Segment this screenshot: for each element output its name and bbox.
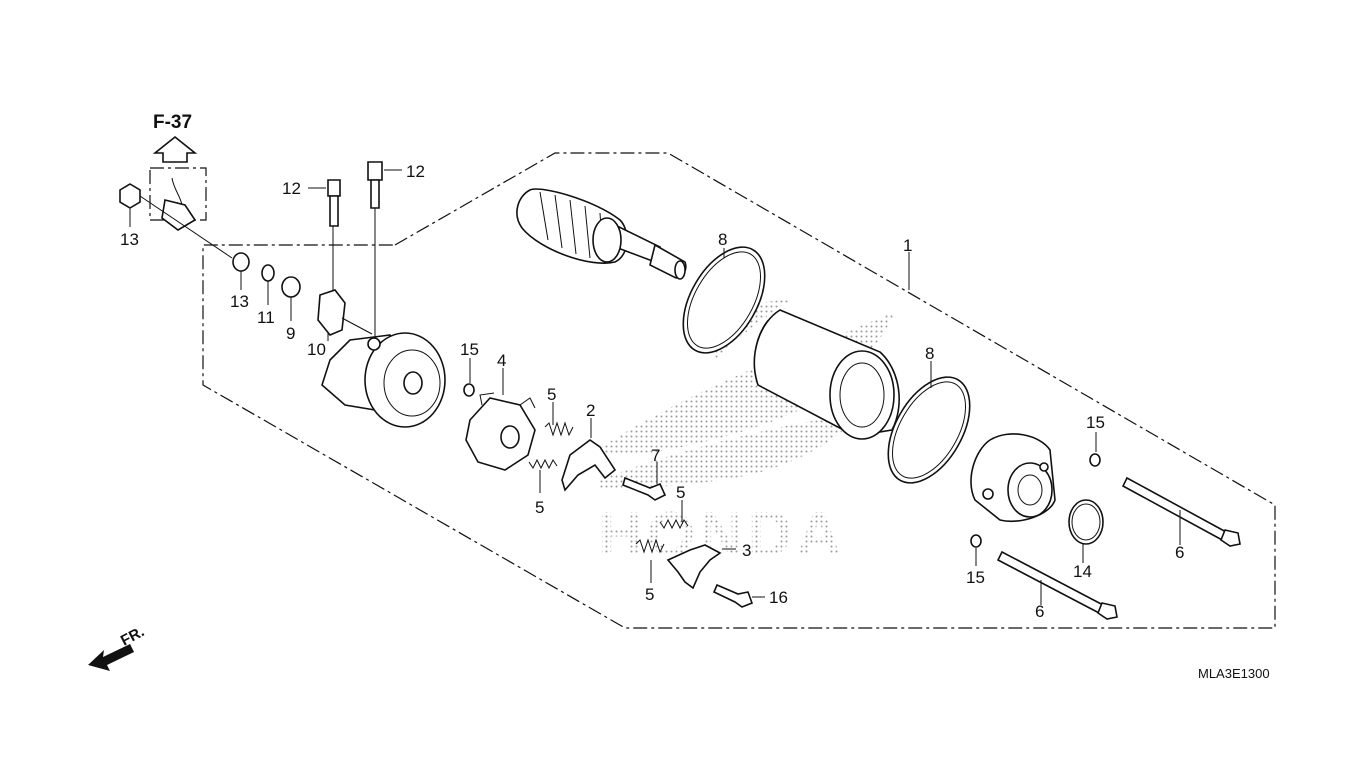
callout-3: 3 [742, 541, 751, 560]
callout-12-right: 12 [406, 162, 425, 181]
terminal-bolt-7 [622, 476, 667, 501]
leader-lines [129, 169, 1181, 605]
front-arrow-icon [88, 644, 134, 671]
callout-7: 7 [651, 446, 660, 465]
callout-15-left: 15 [460, 340, 479, 359]
callout-12-left: 12 [282, 179, 301, 198]
callout-5-a: 5 [547, 385, 556, 404]
callout-13-upper: 13 [120, 230, 139, 249]
washer-15-left [463, 383, 475, 397]
reference-label: F-37 [153, 112, 192, 133]
callout-6-upper: 6 [1175, 543, 1184, 562]
callout-15-right: 15 [1086, 413, 1105, 432]
o-ring-8-lower [887, 376, 971, 484]
washer-15-right [1089, 453, 1101, 467]
front-cover [321, 332, 446, 428]
callout-5-d: 5 [645, 585, 654, 604]
yoke-housing [753, 309, 900, 440]
washer-11 [261, 264, 275, 282]
callout-8-upper: 8 [718, 230, 727, 249]
catalog-code: MLA3E1300 [1198, 666, 1270, 681]
callout-8-lower: 8 [925, 344, 934, 363]
callout-9: 9 [286, 324, 295, 343]
brush-2 [561, 439, 617, 492]
callout-13-lower: 13 [230, 292, 249, 311]
o-ring-8-upper [682, 246, 766, 354]
spring-5-a [544, 421, 574, 437]
callout-1: 1 [903, 236, 912, 255]
rear-cover [970, 433, 1056, 523]
o-ring-14 [1068, 499, 1104, 545]
nut-13-lower [232, 252, 250, 272]
terminal-10 [317, 289, 346, 336]
callout-11: 11 [257, 308, 275, 327]
long-bolt-6-lower [996, 550, 1118, 620]
front-direction-indicator: FR. [88, 623, 147, 671]
brush-3 [666, 544, 722, 590]
spring-5-d [635, 538, 665, 554]
terminal-cable [161, 177, 197, 231]
callout-5-c: 5 [676, 483, 685, 502]
front-direction-label: FR. [118, 623, 147, 649]
callout-10: 10 [307, 340, 326, 359]
callout-15-lower: 15 [966, 568, 985, 587]
bolt-16 [712, 583, 754, 608]
washer-15-lower [970, 534, 982, 548]
bolt-12-left [327, 179, 341, 227]
long-bolt-6-upper [1121, 476, 1241, 547]
spring-5-c [659, 518, 689, 530]
bolt-12-right [367, 161, 383, 209]
armature [516, 188, 687, 280]
honda-watermark-text: HONDA [598, 500, 845, 569]
assembly-outline [202, 152, 1276, 629]
spring-5-b [528, 458, 558, 470]
insulator-9 [281, 276, 301, 298]
callout-5-b: 5 [535, 498, 544, 517]
nut-13-upper [119, 183, 141, 209]
callout-16: 16 [769, 588, 788, 607]
callout-4: 4 [497, 351, 506, 370]
callout-labels: 1 2 3 4 5 5 5 5 6 6 7 8 8 9 10 11 12 12 … [120, 162, 1184, 621]
callout-2: 2 [586, 401, 595, 420]
up-arrow-icon [152, 135, 198, 163]
callout-6-lower: 6 [1035, 602, 1044, 621]
brush-holder [465, 392, 536, 471]
callout-14: 14 [1073, 562, 1092, 581]
